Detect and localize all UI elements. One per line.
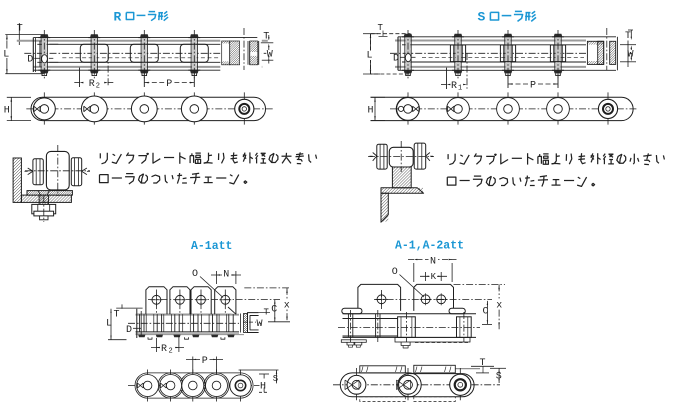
svg-text:L: L (367, 51, 373, 62)
svg-text:2: 2 (169, 348, 173, 356)
svg-text:T: T (480, 358, 486, 369)
svg-text:R: R (89, 79, 95, 90)
svg-text:R: R (114, 10, 122, 25)
svg-text:T: T (625, 31, 631, 42)
svg-text:W: W (257, 319, 263, 330)
svg-text:R: R (451, 81, 457, 92)
svg-text:W: W (267, 50, 273, 61)
svg-text:L: L (3, 50, 9, 61)
svg-text:2: 2 (96, 83, 100, 91)
svg-text:L: L (106, 319, 112, 330)
svg-text:T: T (378, 23, 384, 33)
svg-text:S: S (478, 10, 486, 25)
svg-text:W: W (628, 50, 634, 61)
svg-text:D: D (393, 54, 399, 65)
svg-text:H: H (4, 105, 10, 116)
svg-text:P: P (166, 79, 172, 90)
svg-text:A-1,A-2att: A-1,A-2att (395, 240, 464, 253)
svg-text:A-1att: A-1att (191, 240, 232, 253)
svg-text:R: R (161, 344, 167, 355)
svg-text:1: 1 (458, 85, 462, 93)
svg-text:T: T (263, 32, 269, 43)
svg-text:H: H (260, 382, 266, 393)
svg-text:x: x (496, 301, 502, 312)
svg-text:T: T (114, 310, 120, 321)
svg-text:N: N (430, 257, 436, 268)
svg-text:D: D (27, 55, 33, 66)
svg-text:S: S (273, 374, 278, 384)
svg-text:D: D (126, 325, 132, 336)
svg-text:H: H (368, 105, 374, 116)
svg-text:N: N (223, 270, 229, 281)
svg-text:K: K (431, 272, 437, 282)
svg-text:O: O (192, 269, 198, 280)
svg-text:C: C (483, 307, 489, 318)
svg-text:C: C (271, 304, 277, 315)
svg-text:O: O (392, 267, 398, 278)
svg-text:P: P (202, 356, 208, 367)
svg-text:P: P (530, 81, 536, 92)
svg-text:T: T (17, 24, 23, 35)
svg-text:x: x (284, 300, 290, 311)
